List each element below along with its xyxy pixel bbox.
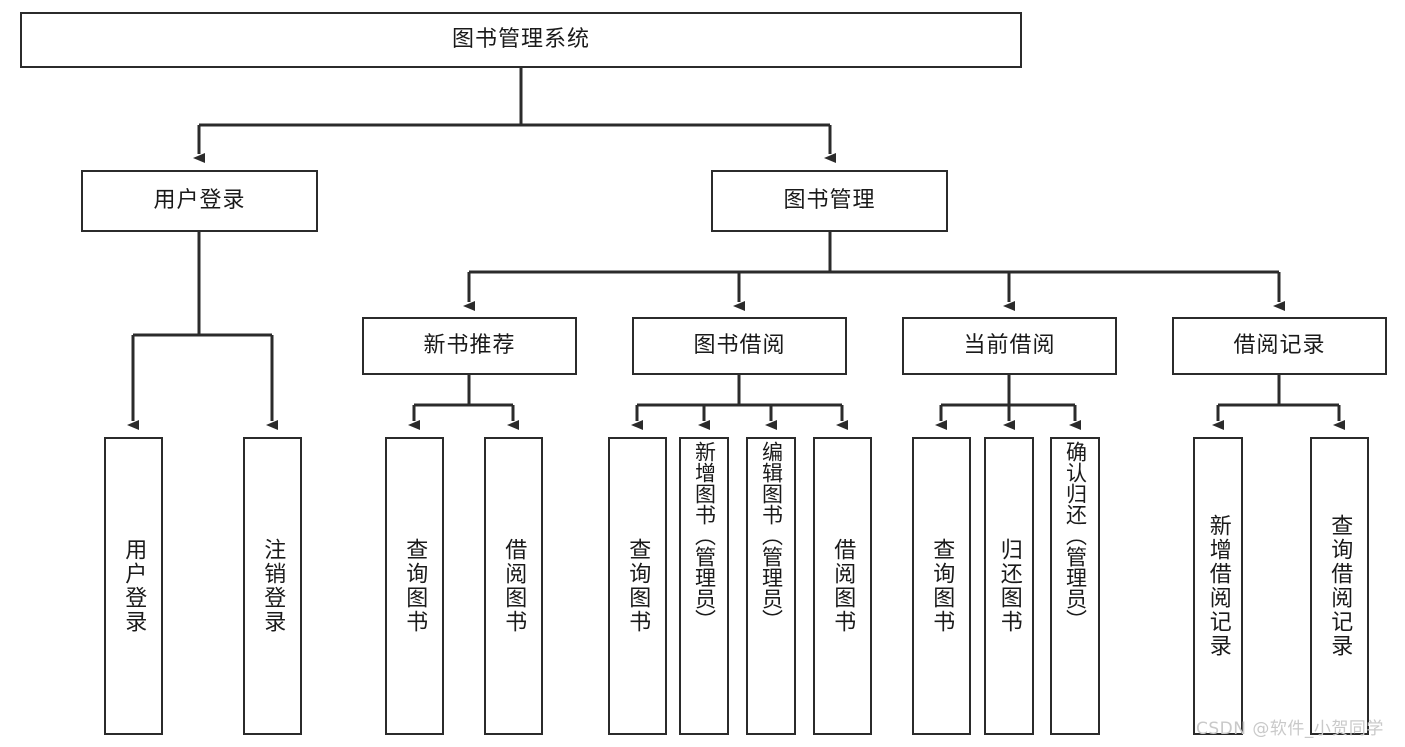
node-label-current-borrow: 当前借阅 [963,332,1056,358]
node-label-user-login: 用户登录 [153,187,246,213]
node-label-leaf-user-login: 用户登录 [121,538,147,634]
node-label-book-borrow: 图书借阅 [693,332,786,358]
node-leaf-user-login[interactable]: 用户登录 [104,437,163,735]
node-label-new-book-rec: 新书推荐 [423,332,516,358]
node-new-book-rec[interactable]: 新书推荐 [362,317,577,375]
node-label-leaf-query-book-2: 查询图书 [625,538,651,634]
node-leaf-borrow-book-1[interactable]: 借阅图书 [484,437,543,735]
node-leaf-query-record[interactable]: 查询借阅记录 [1310,437,1369,735]
node-leaf-confirm-return-admin[interactable]: 确认归还（管理员） [1050,437,1100,735]
node-book-manage[interactable]: 图书管理 [711,170,948,232]
node-leaf-query-book-2[interactable]: 查询图书 [608,437,667,735]
node-label-leaf-borrow-book-1: 借阅图书 [501,538,527,634]
node-leaf-borrow-book-2[interactable]: 借阅图书 [813,437,872,735]
node-label-leaf-confirm-return-admin: 确认归还（管理员） [1063,441,1088,630]
node-user-login[interactable]: 用户登录 [81,170,318,232]
csdn-watermark: CSDN @软件_小贺同学 [1196,719,1384,739]
node-label-leaf-add-book-admin: 新增图书（管理员） [692,441,717,630]
node-label-book-manage: 图书管理 [783,187,876,213]
node-label-root: 图书管理系统 [451,26,590,52]
node-root[interactable]: 图书管理系统 [20,12,1022,68]
node-leaf-query-book-3[interactable]: 查询图书 [912,437,971,735]
node-borrow-record[interactable]: 借阅记录 [1172,317,1387,375]
node-label-leaf-logout: 注销登录 [260,538,286,634]
node-leaf-logout[interactable]: 注销登录 [243,437,302,735]
node-book-borrow[interactable]: 图书借阅 [632,317,847,375]
node-label-leaf-query-book-1: 查询图书 [402,538,428,634]
node-label-leaf-add-record: 新增借阅记录 [1205,514,1231,658]
node-label-leaf-borrow-book-2: 借阅图书 [830,538,856,634]
node-label-leaf-query-record: 查询借阅记录 [1327,514,1353,658]
node-label-borrow-record: 借阅记录 [1233,332,1326,358]
node-leaf-return-book[interactable]: 归还图书 [984,437,1034,735]
node-label-leaf-query-book-3: 查询图书 [929,538,955,634]
node-label-leaf-edit-book-admin: 编辑图书（管理员） [759,441,784,630]
node-leaf-query-book-1[interactable]: 查询图书 [385,437,444,735]
node-leaf-edit-book-admin[interactable]: 编辑图书（管理员） [746,437,796,735]
node-current-borrow[interactable]: 当前借阅 [902,317,1117,375]
node-leaf-add-record[interactable]: 新增借阅记录 [1193,437,1243,735]
node-label-leaf-return-book: 归还图书 [996,538,1022,634]
node-leaf-add-book-admin[interactable]: 新增图书（管理员） [679,437,729,735]
